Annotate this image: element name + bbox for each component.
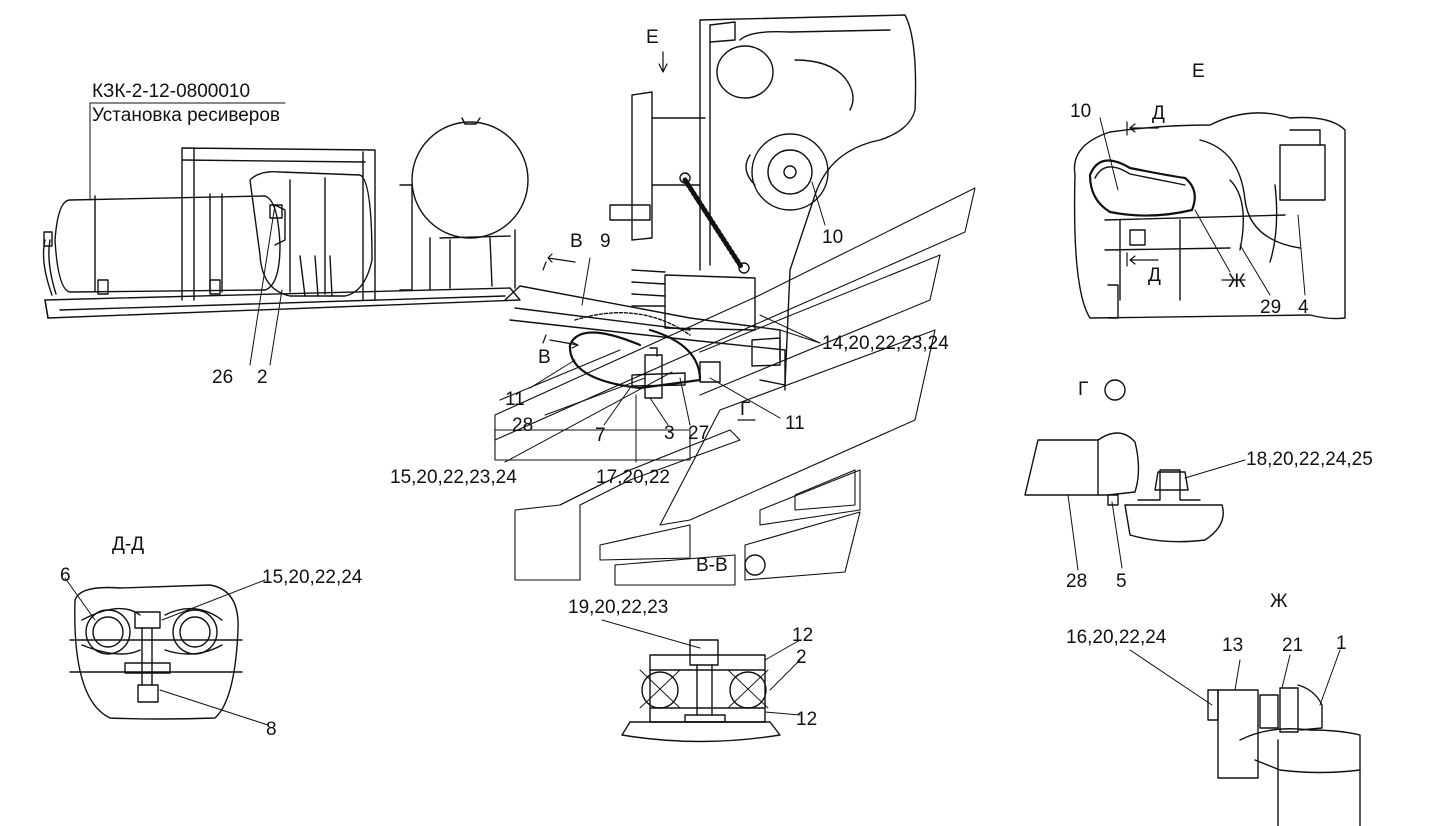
callout-29: 29 <box>1260 297 1282 318</box>
spring <box>685 180 742 268</box>
callout-11-right: 11 <box>785 413 805 434</box>
callout-5: 5 <box>1116 571 1127 592</box>
callout-28-view-g: 28 <box>1066 571 1088 592</box>
callout-27: 27 <box>688 423 710 444</box>
cab-assembly <box>505 15 916 398</box>
callout-13: 13 <box>1222 635 1244 656</box>
section-vv <box>622 555 780 742</box>
section-vv-title: В-В <box>696 555 728 576</box>
callout-26: 26 <box>212 367 234 388</box>
callout-15-main: 15,20,22,23,24 <box>390 467 517 488</box>
section-v-top-label: В <box>570 231 583 252</box>
section-dd-title: Д-Д <box>112 534 145 555</box>
drawing-code: КЗК-2-12-0800010 <box>92 81 251 102</box>
view-g-title: Г <box>1078 379 1089 400</box>
callout-10-view-e: 10 <box>1070 101 1092 122</box>
frame-outline <box>495 188 975 585</box>
callout-9: 9 <box>600 231 611 252</box>
callout-14: 14,20,22,23,24 <box>822 333 949 354</box>
view-e-detail <box>1074 113 1345 319</box>
section-d-bottom-label: Д <box>1148 265 1161 286</box>
section-dd <box>70 585 242 719</box>
receiver-round <box>412 122 528 238</box>
view-e-arrow-label: Е <box>646 27 659 48</box>
callout-19: 19,20,22,23 <box>568 597 669 618</box>
callout-4: 4 <box>1298 297 1309 318</box>
callout-12-bottom: 12 <box>796 709 818 730</box>
main-assembly <box>44 118 528 318</box>
callout-28-main: 28 <box>512 415 534 436</box>
callout-7: 7 <box>595 425 606 446</box>
drawing-name: Установка ресиверов <box>92 105 281 126</box>
callout-2-vv: 2 <box>796 647 807 668</box>
hose-loop <box>570 330 700 388</box>
callout-17: 17,20,22 <box>596 467 670 488</box>
view-g-detail <box>1025 380 1223 542</box>
callout-8: 8 <box>266 719 277 740</box>
receiver-large <box>55 196 280 292</box>
callout-18: 18,20,22,24,25 <box>1246 449 1373 470</box>
callout-2: 2 <box>257 367 268 388</box>
view-zh-marker: Ж <box>1228 271 1246 292</box>
callout-16: 16,20,22,24 <box>1066 627 1167 648</box>
callout-12-top: 12 <box>792 625 814 646</box>
view-g-marker: Г <box>740 399 751 420</box>
callout-1: 1 <box>1336 633 1347 654</box>
callout-15-dd: 15,20,22,24 <box>262 567 363 588</box>
section-v-bottom-label: В <box>538 347 551 368</box>
view-e-title: Е <box>1192 61 1205 82</box>
callout-11-left: 11 <box>505 389 525 410</box>
view-zh <box>1208 685 1360 826</box>
callout-3: 3 <box>664 423 675 444</box>
leader-lines <box>65 103 1340 725</box>
callout-21: 21 <box>1282 635 1304 656</box>
receiver-vertical <box>250 172 372 296</box>
callout-10-main: 10 <box>822 227 844 248</box>
callout-6: 6 <box>60 565 71 586</box>
wheel-hub <box>752 134 828 210</box>
view-zh-title: Ж <box>1270 591 1288 612</box>
section-d-top-label: Д <box>1152 103 1165 124</box>
section-markers <box>543 52 1245 420</box>
